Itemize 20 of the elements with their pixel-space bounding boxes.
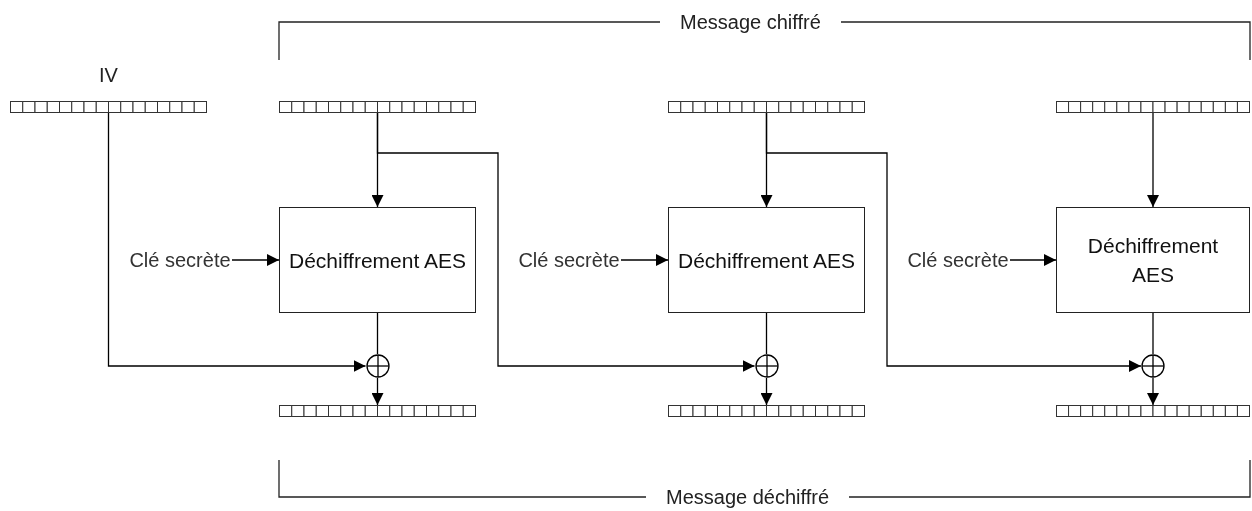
arrow: [620, 254, 669, 266]
process-box: Déchiffrement AES: [668, 207, 865, 313]
input-label: Clé secrète: [129, 247, 231, 273]
arrow: [760, 377, 773, 406]
arrow: [765, 112, 1142, 372]
arrow: [1147, 112, 1159, 208]
connector-line: [1152, 312, 1154, 355]
arrow: [1147, 377, 1159, 406]
connector-line: [376, 312, 379, 355]
arrow: [1009, 254, 1057, 266]
connector-line: [765, 312, 768, 355]
register-label: IV: [99, 63, 118, 88]
input-label: Clé secrète: [907, 247, 1009, 273]
arrow: [371, 377, 384, 406]
process-box: Déchiffrement AES: [1056, 207, 1250, 313]
arrow: [107, 112, 367, 372]
arrow: [376, 112, 756, 372]
input-label: Clé secrète: [518, 247, 620, 273]
arrow: [231, 254, 280, 266]
process-box: Déchiffrement AES: [279, 207, 476, 313]
